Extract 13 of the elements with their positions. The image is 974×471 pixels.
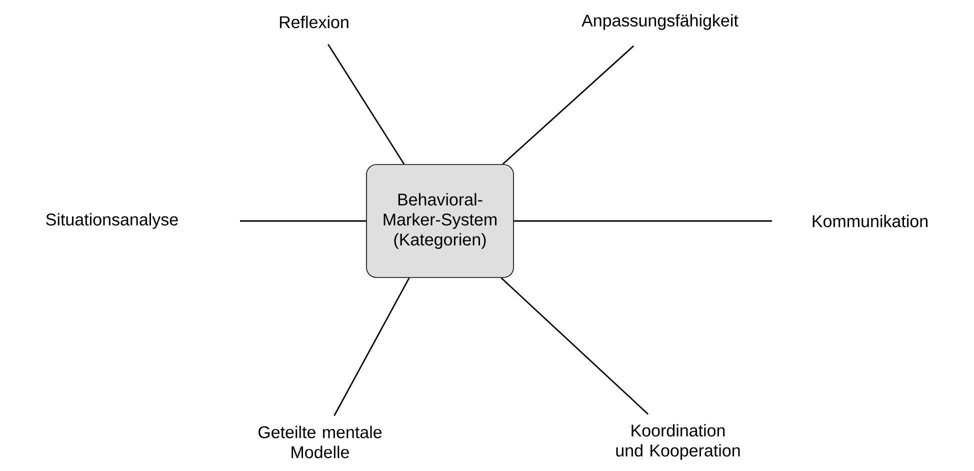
center-box: Behavioral-Marker-System (Kategorien) [366,164,514,278]
category-label: Reflexion [280,16,348,28]
connector-line [240,220,366,222]
connector-line [334,278,410,416]
category-label: Kommunikation [812,214,928,228]
connector-line [514,220,772,222]
category-label: Anpassungsfähigkeit [582,14,738,30]
connector-line [327,44,405,164]
connector-line [500,277,648,415]
category-label: Situationsanalyse [46,213,178,229]
category-label: Koordination und Kooperation [616,424,740,460]
connector-line [502,45,634,165]
category-label: Geteilte mentale Modelle [258,426,382,458]
